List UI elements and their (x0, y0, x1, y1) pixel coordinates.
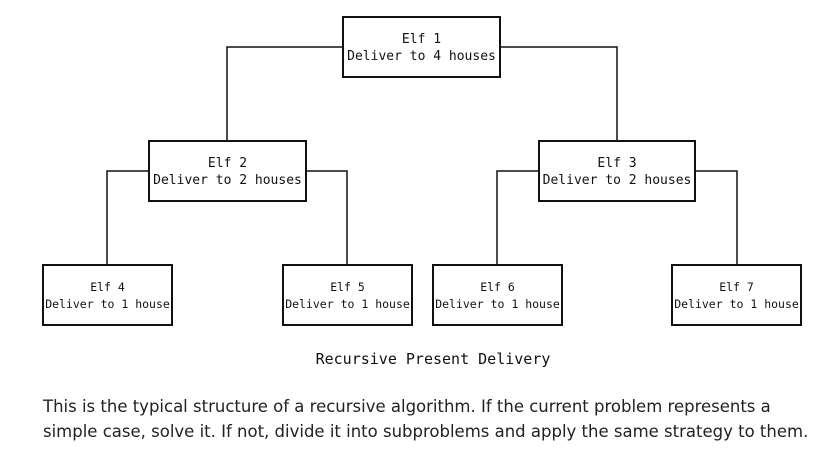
node-title: Elf 2 (208, 156, 247, 171)
node-task: Deliver to 1 house (45, 297, 170, 311)
node-elf7: Elf 7 Deliver to 1 house (671, 264, 802, 326)
edge-elf2-elf4 (106, 170, 149, 265)
node-box (282, 264, 413, 326)
node-elf3: Elf 3 Deliver to 2 houses (538, 140, 696, 202)
node-elf6: Elf 6 Deliver to 1 house (432, 264, 563, 326)
node-title: Elf 7 (719, 280, 754, 294)
node-task: Deliver to 2 houses (543, 173, 692, 188)
node-elf2: Elf 2 Deliver to 2 houses (148, 140, 307, 202)
node-task: Deliver to 1 house (285, 297, 410, 311)
node-title: Elf 1 (402, 32, 441, 47)
node-elf5: Elf 5 Deliver to 1 house (282, 264, 413, 326)
node-title: Elf 6 (480, 280, 515, 294)
node-title: Elf 3 (597, 156, 636, 171)
node-title: Elf 4 (90, 280, 125, 294)
node-task: Deliver to 2 houses (153, 173, 302, 188)
node-box (42, 264, 173, 326)
node-box (432, 264, 563, 326)
diagram-caption: Recursive Present Delivery (315, 350, 551, 368)
node-elf1: Elf 1 Deliver to 4 houses (342, 16, 501, 78)
node-elf4: Elf 4 Deliver to 1 house (42, 264, 173, 326)
edge-elf3-elf7 (695, 170, 738, 265)
node-box (538, 140, 696, 202)
explanation-paragraph: This is the typical structure of a recur… (43, 397, 809, 441)
edge-elf1-elf3 (500, 46, 618, 141)
node-task: Deliver to 4 houses (347, 49, 496, 64)
node-title: Elf 5 (330, 280, 365, 294)
node-task: Deliver to 1 house (674, 297, 799, 311)
node-box (671, 264, 802, 326)
node-box (148, 140, 307, 202)
edge-elf2-elf5 (306, 170, 348, 265)
edge-elf3-elf6 (496, 170, 539, 265)
node-box (342, 16, 501, 78)
node-task: Deliver to 1 house (435, 297, 560, 311)
edge-elf1-elf2 (226, 46, 343, 141)
